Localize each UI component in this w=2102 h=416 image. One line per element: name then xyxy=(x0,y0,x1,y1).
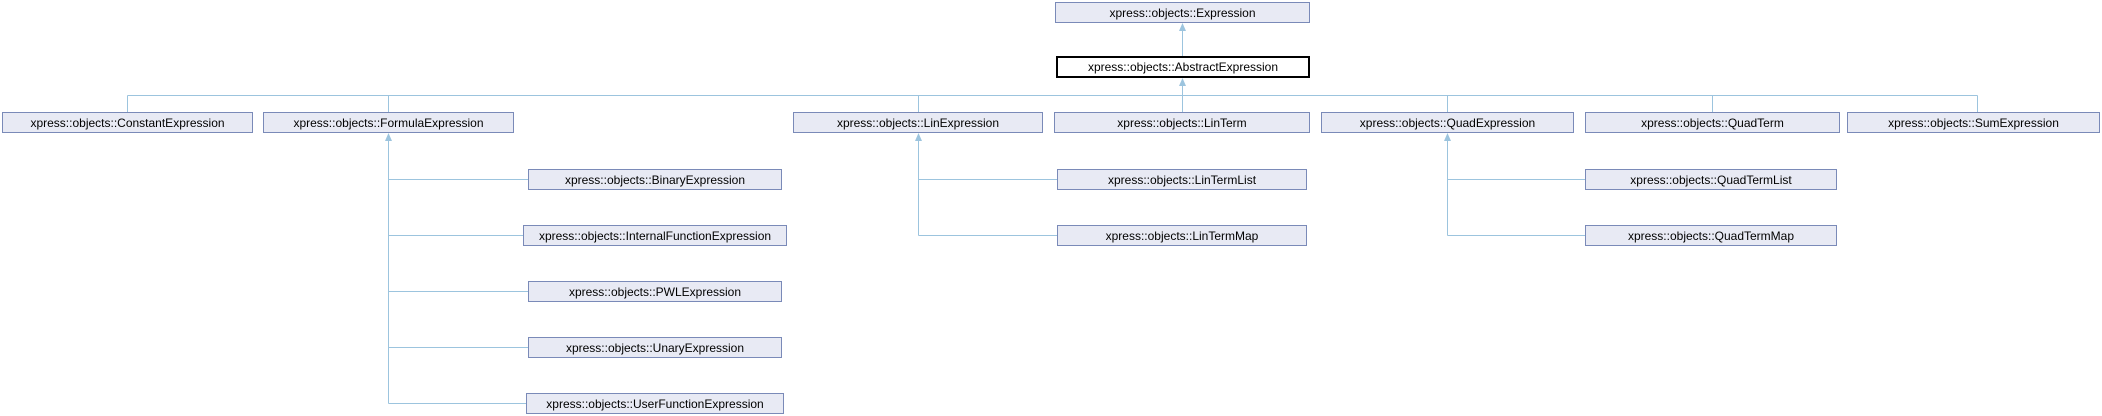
class-node-internal-function-expression[interactable]: xpress::objects::InternalFunctionExpress… xyxy=(523,225,787,246)
class-node-binary-expression[interactable]: xpress::objects::BinaryExpression xyxy=(528,169,782,190)
class-node-lin-term-list[interactable]: xpress::objects::LinTermList xyxy=(1057,169,1307,190)
class-node-lin-term-map[interactable]: xpress::objects::LinTermMap xyxy=(1057,225,1307,246)
class-node-expression[interactable]: xpress::objects::Expression xyxy=(1055,2,1310,23)
class-node-quad-expression[interactable]: xpress::objects::QuadExpression xyxy=(1321,112,1574,133)
class-node-quad-term-list[interactable]: xpress::objects::QuadTermList xyxy=(1585,169,1837,190)
class-node-quad-term[interactable]: xpress::objects::QuadTerm xyxy=(1585,112,1840,133)
class-node-unary-expression[interactable]: xpress::objects::UnaryExpression xyxy=(528,337,782,358)
class-node-pwl-expression[interactable]: xpress::objects::PWLExpression xyxy=(528,281,782,302)
class-node-lin-term[interactable]: xpress::objects::LinTerm xyxy=(1054,112,1310,133)
class-node-lin-expression[interactable]: xpress::objects::LinExpression xyxy=(793,112,1043,133)
class-node-formula-expression[interactable]: xpress::objects::FormulaExpression xyxy=(263,112,514,133)
class-node-abstract-expression: xpress::objects::AbstractExpression xyxy=(1056,56,1310,78)
class-node-quad-term-map[interactable]: xpress::objects::QuadTermMap xyxy=(1585,225,1837,246)
class-node-sum-expression[interactable]: xpress::objects::SumExpression xyxy=(1847,112,2100,133)
class-node-constant-expression[interactable]: xpress::objects::ConstantExpression xyxy=(2,112,253,133)
class-node-user-function-expression[interactable]: xpress::objects::UserFunctionExpression xyxy=(526,393,784,414)
